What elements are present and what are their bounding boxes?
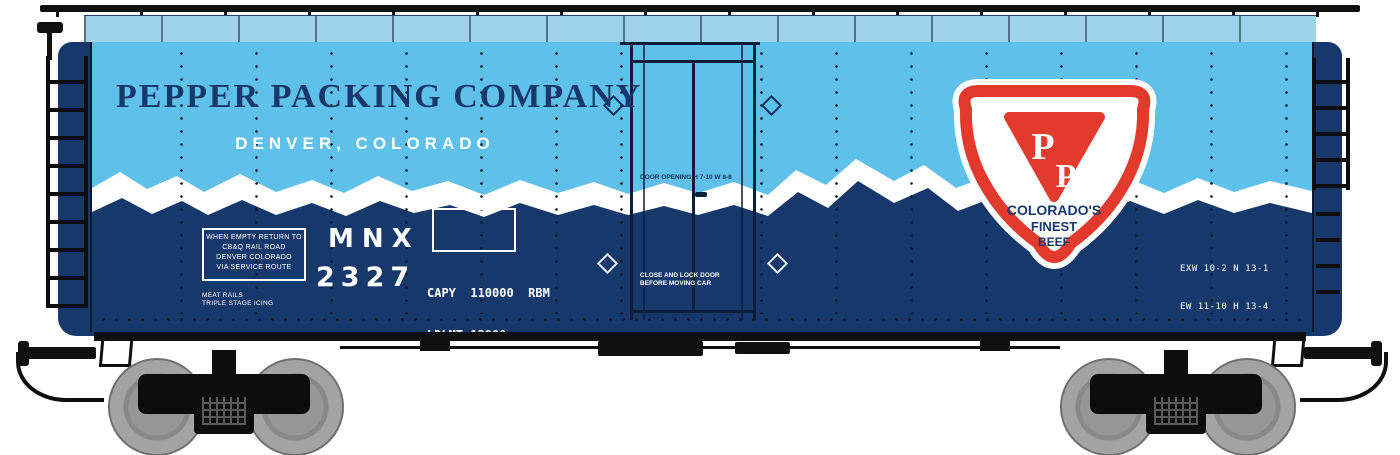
crossbearer [420,341,450,351]
warning-line: CLOSE AND LOCK DOOR [640,272,720,279]
rivet-column [555,52,558,314]
placard-board [432,208,516,252]
return-line: WHEN EMPTY RETURN TO [206,234,302,241]
rivet-column [620,52,623,314]
spring-group [194,388,254,434]
door-opening-stencil: DOOR OPENING H 7-10 W 8-8 [640,174,732,181]
rivet-row [102,318,1302,321]
meat-line: MEAT RAILS [202,292,244,299]
rivet-column [1210,52,1213,314]
journal-box [280,378,306,402]
roof [84,15,1316,45]
truck-bolster [212,350,236,376]
capacity-data: CAPY 110000 RBM LDLMT 12900 LTWT 64100 W… [427,258,600,332]
door-seam [643,44,645,320]
return-line: CB&Q RAIL ROAD [222,244,286,251]
rivet-column [255,52,258,314]
return-route-box: WHEN EMPTY RETURN TO CB&Q RAIL ROAD DENV… [202,228,306,281]
company-name: PEPPER PACKING COMPANY [116,78,643,115]
dimensional-data: EXW 10-2 N 13-1 EW 11-10 H 13-4 IL 35-2 … [1180,238,1275,332]
roofwalk-posts [56,12,1344,17]
return-line: DENVER COLORADO [216,254,292,261]
brake-wheel [37,22,63,33]
spring-group [1146,388,1206,434]
herald-letter-p1: P [1031,126,1054,168]
brake-staff [47,24,52,60]
truck-left [108,350,344,455]
crossbearer [980,341,1010,351]
door-handle [695,192,707,197]
rivet-column [760,52,763,314]
herald-slogan-line1: COLORADO'S [1007,202,1101,218]
journal-box [1232,378,1258,402]
meat-line: TRIPLE STAGE ICING [202,300,274,307]
road-number: 2327 [316,262,416,293]
door-lock-rod [692,60,695,313]
journal-box [1094,378,1120,402]
door-seam [741,44,743,320]
herald-slogan-line3: BEEF [1038,235,1070,249]
door-track [620,42,760,45]
company-location: DENVER, COLORADO [235,134,495,153]
return-line: VIA SERVICE ROUTE [216,264,292,271]
end-ladder-right [1312,58,1350,190]
rivet-column [330,52,333,314]
rivet-column [910,52,913,314]
truck-right [1060,350,1296,455]
grab-irons-right [1316,212,1340,308]
herald-red-banner [1004,112,1105,202]
roofwalk [40,5,1360,12]
cut-lever-left [16,352,104,402]
reporting-mark: MNX [328,224,420,254]
dims-line: EXW 10-2 N 13-1 [1180,264,1269,274]
rivet-column [405,52,408,314]
herald-slogan-line2: FINEST [1031,219,1077,234]
dims-line: EW 11-10 H 13-4 [1180,301,1269,312]
rivet-column [180,52,183,314]
car-body: PEPPER PACKING COMPANY DENVER, COLORADO … [90,42,1314,332]
rivet-column [1285,52,1288,314]
door-warning-stencil: CLOSE AND LOCK DOOR BEFORE MOVING CAR [640,272,760,288]
warning-line: BEFORE MOVING CAR [640,280,712,287]
journal-box [142,378,168,402]
capacity-line: CAPY 110000 RBM [427,286,550,300]
rivet-column [480,52,483,314]
brake-reservoir [598,341,703,356]
capacity-line: LDLMT 12900 [427,328,600,332]
cut-lever-right [1300,352,1388,402]
plug-door [630,44,756,320]
meat-rails-note: MEAT RAILS TRIPLE STAGE ICING [202,292,273,308]
end-ladder-left [46,56,88,308]
brake-cylinder [735,342,790,354]
underframe [94,332,1306,341]
truck-bolster [1164,350,1188,376]
herald-letter-p2: P [1056,158,1077,195]
rivet-column [835,52,838,314]
pp-herald-logo: P P COLORADO'S FINEST BEEF [952,79,1157,269]
